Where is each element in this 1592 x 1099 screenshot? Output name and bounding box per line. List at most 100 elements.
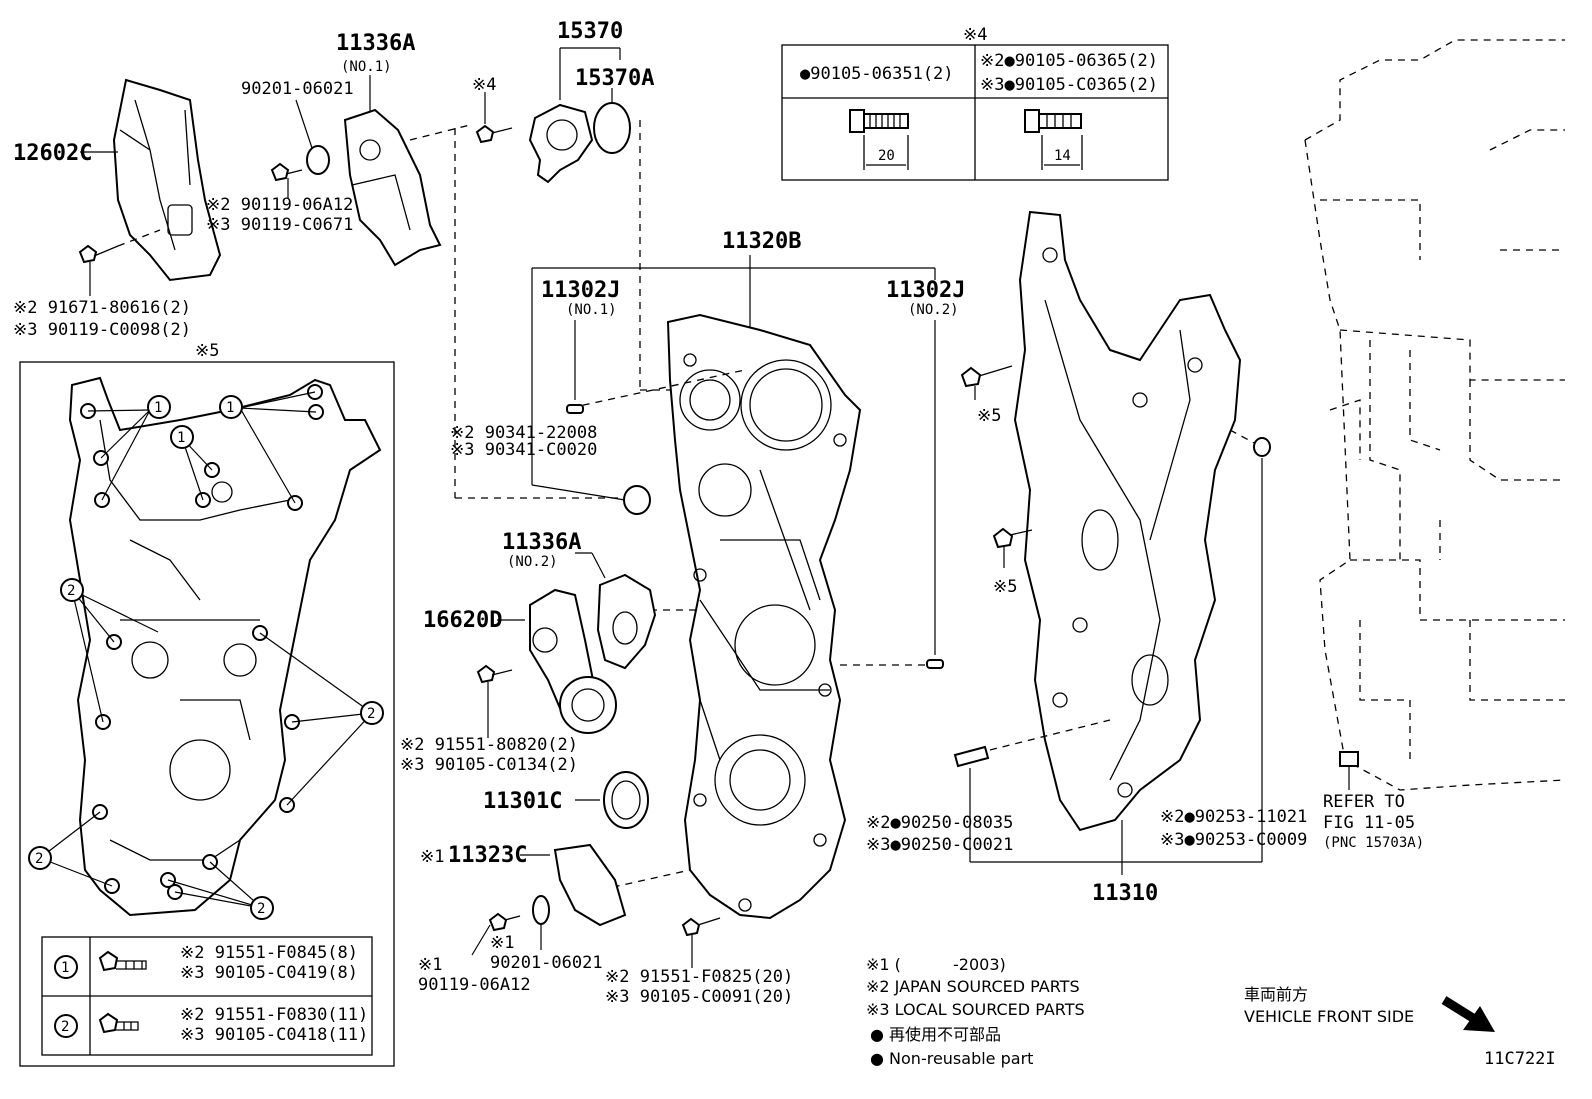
- callout-2a: 2: [60, 578, 84, 602]
- label-91551-b: ※3 90105-C0134(2): [400, 755, 578, 775]
- label-ref5-upper: ※5: [977, 406, 1001, 426]
- box5-title: ※5: [195, 341, 219, 361]
- callout-1a: 1: [147, 395, 171, 419]
- bolt-91551-80820: [476, 664, 513, 684]
- label-11320b: 11320B: [722, 229, 801, 254]
- legend-1-value: -2003): [953, 955, 1006, 974]
- label-90119-bottom-prefix: ※1: [418, 955, 442, 975]
- vehicle-front-indicator: 車両前方 VEHICLE FRONT SIDE: [1244, 985, 1495, 1032]
- label-90341-a: ※2 90341-22008: [450, 423, 597, 443]
- svg-text:2: 2: [257, 901, 265, 917]
- front-en: VEHICLE FRONT SIDE: [1244, 1007, 1414, 1026]
- label-90253-a: ※2●90253-11021: [1160, 807, 1307, 827]
- label-11302j-no1-sub: (NO.1): [566, 302, 617, 318]
- spec-row1-num: 1: [61, 960, 69, 976]
- legend-1-mark: ※1 (: [866, 955, 901, 974]
- label-11323c: 11323C: [448, 843, 527, 868]
- label-90201-bottom-prefix: ※1: [490, 933, 514, 953]
- label-refer-3: (PNC 15703A): [1323, 835, 1424, 851]
- label-11336a-no2: 11336A: [502, 530, 581, 555]
- label-11302j-no2: 11302J: [886, 278, 965, 303]
- spec-row2-num: 2: [61, 1019, 69, 1035]
- tensioner-16620d: [529, 588, 617, 734]
- label-90253-b: ※3●90253-C0009: [1160, 830, 1307, 850]
- timing-cover-12602c: [112, 78, 222, 282]
- oil-seal-11301c: [603, 771, 649, 829]
- dowel-pin-no2: [926, 659, 944, 669]
- chain-guide-11336a-no1: [343, 108, 471, 267]
- legend-3: ※3 LOCAL SOURCED PARTS: [866, 1000, 1085, 1019]
- diagram-id: 11C722I: [1484, 1049, 1556, 1069]
- label-11301c: 11301C: [483, 789, 562, 814]
- label-91551f-a: ※2 91551-F0825(20): [605, 967, 793, 987]
- svg-text:1: 1: [177, 430, 185, 446]
- timing-cover-11310: [1013, 210, 1242, 832]
- bolt-90119-top: [270, 162, 303, 182]
- label-16620d: 16620D: [423, 608, 502, 633]
- callout-1c: 1: [170, 425, 194, 449]
- washer-90201-top: [306, 145, 330, 175]
- svg-text:2: 2: [35, 851, 43, 867]
- bolt-drawing-14: 14: [1024, 109, 1083, 170]
- label-91551-a: ※2 91551-80820(2): [400, 735, 578, 755]
- bolt-table-ref4: ※4 ●90105-06351(2) ※2●90105-06365(2) ※3●…: [781, 25, 1169, 181]
- chain-guide-11336a-no2: [596, 573, 657, 670]
- label-90119-a: ※2 90119-06A12: [206, 195, 353, 215]
- label-90250-b: ※3●90250-C0021: [866, 835, 1013, 855]
- bolt-map-box: [19, 361, 395, 1067]
- label-11336a-no1-sub: (NO.1): [341, 59, 392, 75]
- svg-text:2: 2: [367, 706, 375, 722]
- plug-90341: [623, 485, 651, 515]
- bolt-91671: [78, 229, 161, 264]
- label-90250-a: ※2●90250-08035: [866, 813, 1013, 833]
- label-90341-b: ※3 90341-C0020: [450, 440, 597, 460]
- label-15370: 15370: [557, 19, 623, 44]
- label-15370a: 15370A: [575, 66, 654, 91]
- bolt-drawing-20: 20: [849, 109, 909, 170]
- svg-text:2: 2: [67, 583, 75, 599]
- label-12602c: 12602C: [13, 141, 92, 166]
- front-jp: 車両前方: [1244, 985, 1308, 1004]
- legend-5: ● Non-reusable part: [870, 1049, 1033, 1068]
- bolt-map-leaders: [39, 391, 373, 909]
- table4-left-part: ●90105-06351(2): [800, 64, 954, 84]
- label-11323c-prefix: ※1: [420, 847, 444, 867]
- label-refer-2: FIG 11-05: [1323, 813, 1415, 833]
- bolt-spec-table: 1 2 ※2 91551-F0845(8) ※3 90105-C0419(8) …: [41, 936, 373, 1056]
- callout-2d: 2: [250, 896, 274, 920]
- label-11336a-no1: 11336A: [336, 31, 415, 56]
- bolt-ref5-lower: [992, 527, 1033, 549]
- dim-14: 14: [1054, 148, 1071, 164]
- legend-2: ※2 JAPAN SOURCED PARTS: [866, 977, 1080, 996]
- spec-row2-b: ※3 90105-C0418(11): [180, 1025, 368, 1045]
- label-90119-b: ※3 90119-C0671: [206, 215, 353, 235]
- label-11302j-no1: 11302J: [541, 278, 620, 303]
- pin-90253: [1253, 437, 1271, 457]
- label-91671-b: ※3 90119-C0098(2): [13, 320, 191, 340]
- spec-row2-a: ※2 91551-F0830(11): [180, 1005, 368, 1025]
- label-refer-1: REFER TO: [1323, 792, 1405, 812]
- timing-chain-cover-11320b: [666, 313, 862, 920]
- dim-20: 20: [878, 148, 895, 164]
- bolt-ref5-upper: [960, 365, 1013, 388]
- label-11310: 11310: [1092, 881, 1158, 906]
- spec-bolt-2: [98, 1012, 139, 1034]
- guide-11323c: [553, 843, 627, 927]
- bolt-ref4: [475, 124, 513, 144]
- spec-row1-b: ※3 90105-C0419(8): [180, 963, 358, 983]
- arrow-down-right-icon: [1441, 996, 1495, 1032]
- label-11302j-no2-sub: (NO.2): [908, 302, 959, 318]
- callout-1b: 1: [219, 395, 243, 419]
- engine-block: [1304, 39, 1566, 791]
- bolt-map-outline: [68, 376, 382, 917]
- plug-15703a: [1339, 751, 1359, 767]
- pin-90250: [953, 745, 990, 768]
- table4-title: ※4: [963, 25, 987, 45]
- bolt-90119-bottom: [488, 912, 521, 932]
- svg-text:1: 1: [154, 400, 162, 416]
- label-91671-a: ※2 91671-80616(2): [13, 298, 191, 318]
- table4-right-part-b: ※3●90105-C0365(2): [980, 75, 1158, 95]
- svg-text:1: 1: [226, 400, 234, 416]
- label-11336a-no2-sub: (NO.2): [507, 554, 558, 570]
